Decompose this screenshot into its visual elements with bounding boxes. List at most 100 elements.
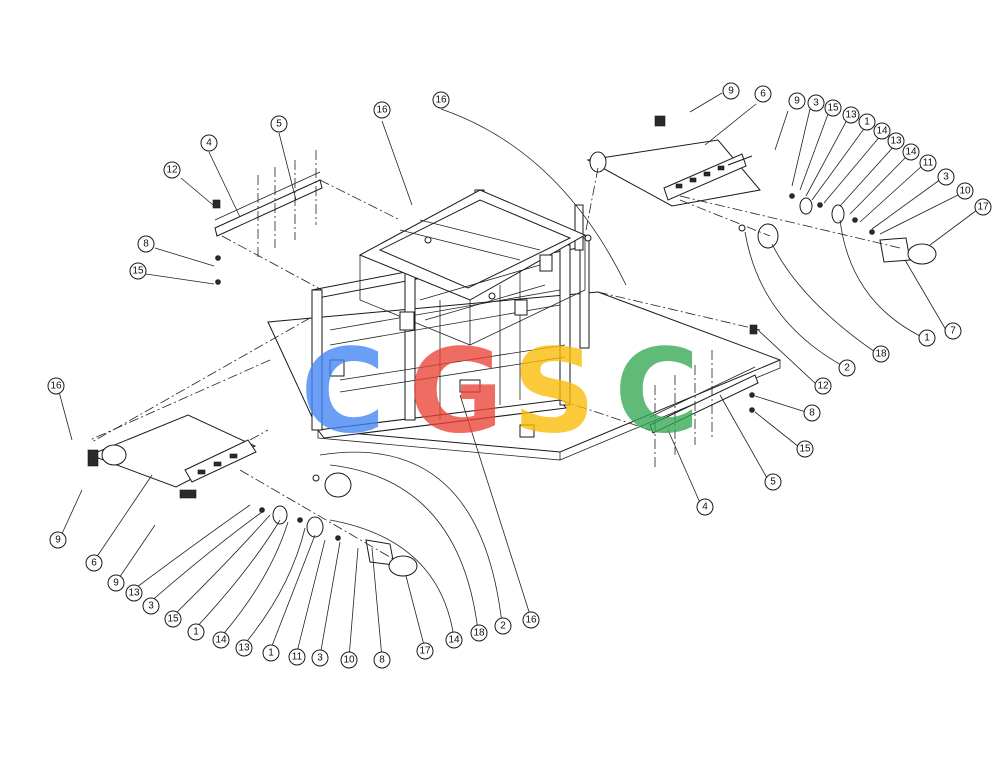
callout-label: 9 [113, 578, 119, 589]
callout-label: 16 [376, 105, 388, 116]
callout-5-upper-left: 5 [270, 115, 288, 133]
callout-label: 15 [827, 103, 839, 114]
callout-11-lower: 11 [288, 648, 306, 666]
callout-13-lower-b: 13 [235, 639, 253, 657]
callout-label: 6 [91, 558, 97, 569]
callout-label: 11 [292, 652, 303, 663]
callout-14-lower: 14 [212, 631, 230, 649]
callout-label: 8 [143, 239, 149, 250]
callout-14-upper-right-b: 14 [902, 143, 920, 161]
callout-15-right: 15 [796, 440, 814, 458]
callout-label: 4 [206, 138, 212, 149]
callout-12-upper-left: 12 [163, 161, 181, 179]
callout-10-upper-right: 10 [956, 182, 974, 200]
callout-label: 9 [728, 86, 734, 97]
callout-label: 17 [977, 202, 989, 213]
callout-16-top-center: 16 [373, 101, 391, 119]
callout-16-top: 16 [432, 91, 450, 109]
callout-label: 12 [166, 165, 178, 176]
callout-9-upper-right: 9 [722, 82, 740, 100]
callout-3-upper-right-b: 3 [937, 168, 955, 186]
conveyor-unit-upper-right [586, 115, 937, 265]
callout-label: 10 [343, 655, 355, 666]
callout-9-upper-right-b: 9 [788, 92, 806, 110]
callout-label: 14 [905, 147, 917, 158]
callout-label: 9 [794, 96, 800, 107]
guide-rail-upper-left [212, 150, 323, 285]
callout-label: 13 [128, 588, 140, 599]
callout-14-upper-right: 14 [873, 122, 891, 140]
callout-label: 13 [890, 136, 902, 147]
callout-16-left: 16 [47, 377, 65, 395]
callout-label: 1 [268, 648, 274, 659]
callout-11-upper-right: 11 [919, 154, 937, 172]
callout-label: 2 [500, 621, 506, 632]
callout-1-right: 1 [918, 329, 936, 347]
callout-15-lower: 15 [164, 610, 182, 628]
callout-label: 14 [448, 635, 460, 646]
watermark-letter-c1: C [300, 325, 385, 460]
callout-8-upper-left: 8 [137, 235, 155, 253]
callout-label: 16 [50, 381, 62, 392]
callout-12-right: 12 [814, 377, 832, 395]
callout-5-right: 5 [764, 473, 782, 491]
callout-label: 6 [760, 89, 766, 100]
callout-14-lower-b: 14 [445, 631, 463, 649]
callout-15-upper-right: 15 [824, 99, 842, 117]
callout-label: 1 [864, 117, 870, 128]
callout-label: 9 [55, 535, 61, 546]
callout-label: 14 [215, 635, 227, 646]
callout-16-lower: 16 [522, 611, 540, 629]
callout-label: 5 [770, 477, 776, 488]
callout-8-right: 8 [803, 404, 821, 422]
callout-13-upper-right-b: 13 [887, 132, 905, 150]
callout-label: 3 [317, 653, 323, 664]
watermark-letter-s: S [512, 325, 596, 460]
callout-10-lower: 10 [340, 651, 358, 669]
callout-label: 7 [950, 326, 956, 337]
callout-9-lower: 9 [107, 574, 125, 592]
callout-label: 18 [473, 628, 485, 639]
guide-rail-lower-right [649, 324, 759, 468]
callout-17-upper-right: 17 [974, 198, 992, 216]
callout-9-left: 9 [49, 531, 67, 549]
callout-label: 2 [844, 363, 850, 374]
callout-6-upper-right: 6 [754, 85, 772, 103]
callout-label: 3 [813, 98, 819, 109]
callout-label: 14 [876, 126, 888, 137]
callout-4-right: 4 [696, 498, 714, 516]
callout-6-left: 6 [85, 554, 103, 572]
callout-1-lower: 1 [187, 623, 205, 641]
callout-13-upper-right: 13 [842, 106, 860, 124]
callout-1-upper-right: 1 [858, 113, 876, 131]
leader-lines [57, 92, 978, 659]
callout-label: 4 [702, 502, 708, 513]
callout-3-lower-b: 3 [311, 649, 329, 667]
callout-18-right: 18 [872, 345, 890, 363]
conveyor-unit-left [87, 414, 418, 577]
callout-label: 8 [809, 408, 815, 419]
callout-label: 13 [845, 110, 857, 121]
callout-label: 1 [924, 333, 930, 344]
callout-17-lower: 17 [416, 642, 434, 660]
callout-4-upper-left: 4 [200, 134, 218, 152]
callout-label: 11 [923, 158, 934, 169]
callout-label: 12 [817, 381, 829, 392]
callout-1-lower-b: 1 [262, 644, 280, 662]
callout-7-right: 7 [944, 322, 962, 340]
callout-label: 16 [435, 95, 447, 106]
callout-group: 16 16 4 5 12 8 15 9 6 9 3 15 13 1 14 13 … [47, 82, 992, 669]
callout-label: 5 [276, 119, 282, 130]
callout-3-upper-right: 3 [807, 94, 825, 112]
callout-3-lower: 3 [142, 597, 160, 615]
callout-label: 10 [959, 186, 971, 197]
callout-2-right: 2 [838, 359, 856, 377]
callout-label: 3 [943, 172, 949, 183]
callout-label: 17 [419, 646, 431, 657]
callout-15-upper-left: 15 [129, 262, 147, 280]
callout-13-lower: 13 [125, 584, 143, 602]
callout-label: 18 [875, 349, 887, 360]
main-frame-assembly [267, 189, 782, 461]
callout-label: 16 [525, 615, 537, 626]
